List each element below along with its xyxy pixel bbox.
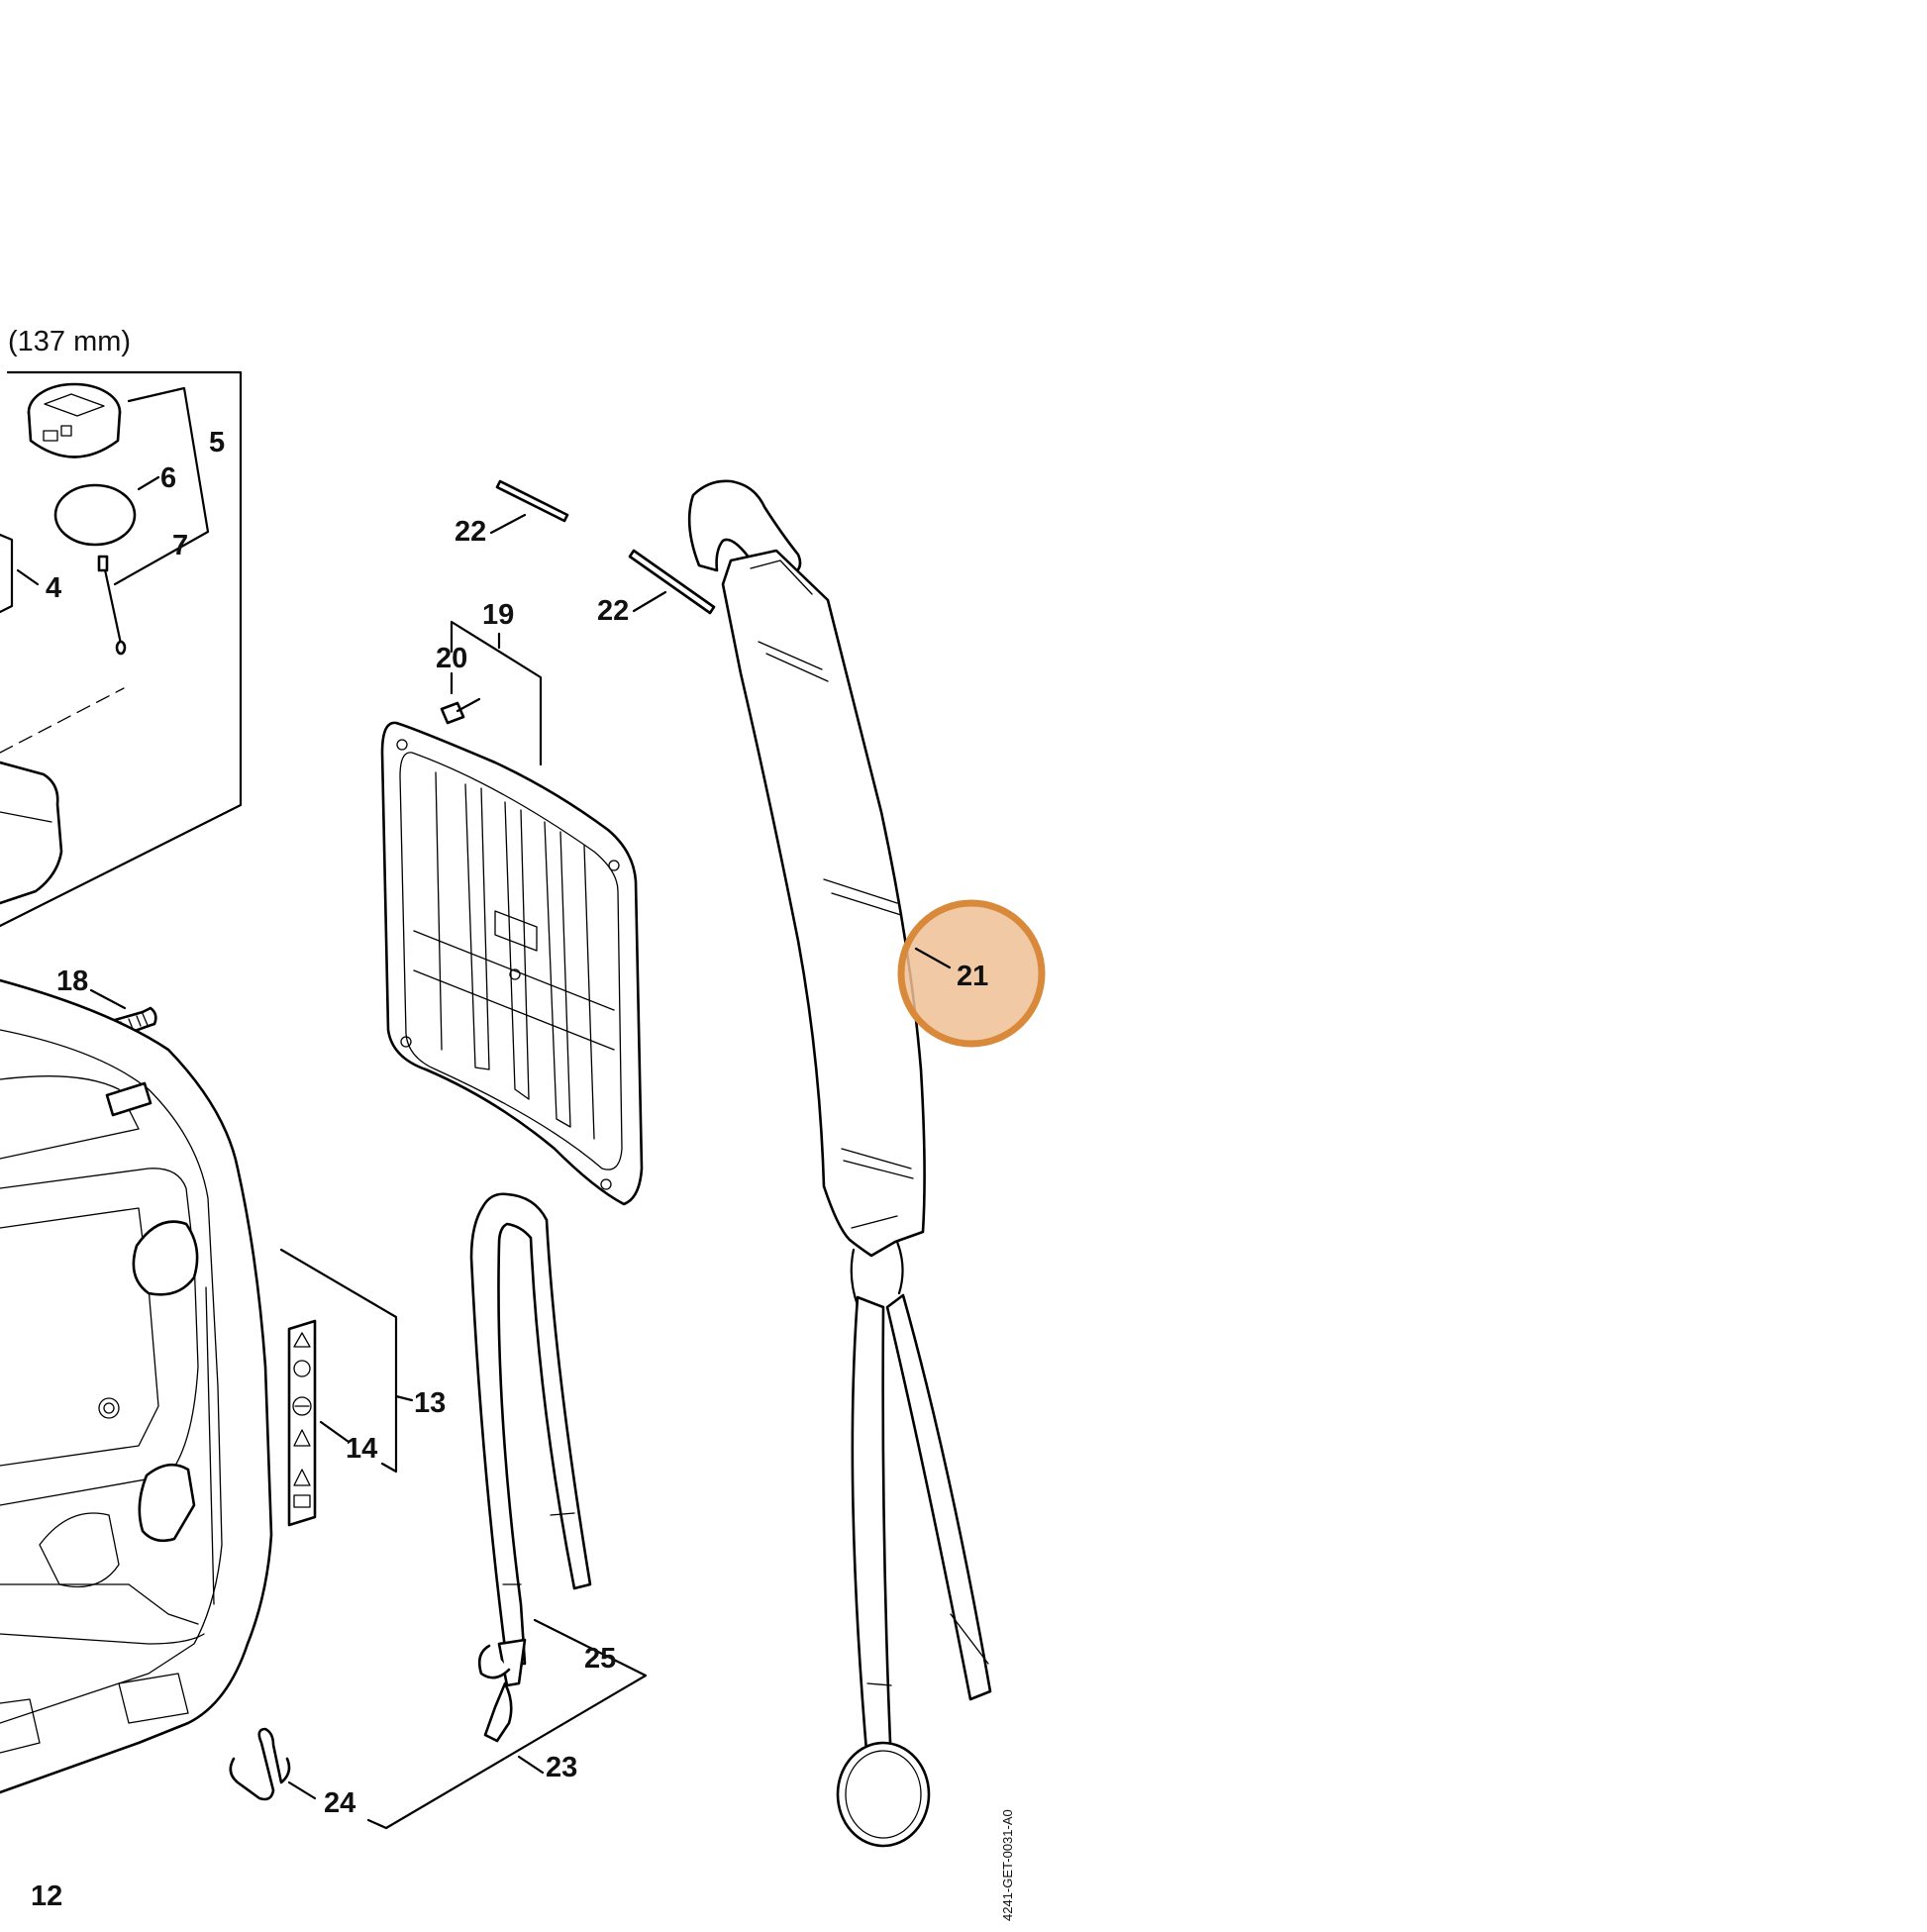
part-6-o-ring[interactable] <box>53 483 137 547</box>
part-4-fragment <box>0 533 40 614</box>
part-25-belt-strap[interactable] <box>469 1192 592 1743</box>
callout-22-lower[interactable]: 22 <box>597 595 629 627</box>
callout-5[interactable]: 5 <box>209 427 225 458</box>
part-14-label[interactable] <box>287 1319 317 1527</box>
callout-12[interactable]: 12 <box>31 1881 62 1912</box>
callout-20[interactable]: 20 <box>436 643 467 674</box>
housing-frame <box>0 978 273 1794</box>
callout-23[interactable]: 23 <box>546 1752 577 1783</box>
callout-4[interactable]: 4 <box>46 572 61 604</box>
part-7-pin[interactable] <box>97 555 127 656</box>
part-19-back-plate[interactable] <box>380 721 644 1206</box>
callout-6[interactable]: 6 <box>160 462 176 494</box>
callout-13[interactable]: 13 <box>414 1387 446 1419</box>
part-21-shoulder-strap[interactable] <box>687 479 992 1848</box>
part-24-clip[interactable] <box>229 1727 317 1801</box>
callout-21[interactable]: 21 <box>957 961 988 992</box>
part-20-screw[interactable] <box>440 697 481 725</box>
dimension-note: (137 mm) <box>8 326 131 357</box>
part-22-rod-upper[interactable] <box>489 479 569 535</box>
callout-19[interactable]: 19 <box>482 599 514 631</box>
callout-14[interactable]: 14 <box>346 1433 377 1465</box>
inset-frame <box>0 370 243 928</box>
callout-24[interactable]: 24 <box>324 1787 355 1819</box>
callout-7[interactable]: 7 <box>172 530 188 561</box>
tank-fragment <box>0 761 63 905</box>
callout-25[interactable]: 25 <box>584 1643 616 1675</box>
callout-22-upper[interactable]: 22 <box>455 516 486 548</box>
part-22-rod-lower[interactable] <box>628 549 716 615</box>
part-5-cap[interactable] <box>27 382 122 458</box>
drawing-code: 4241-GET-0031-A0 <box>1000 1809 1015 1921</box>
callout-18[interactable]: 18 <box>56 966 88 997</box>
callout-21-leader <box>914 947 952 969</box>
highlight-circle <box>897 899 1046 1048</box>
